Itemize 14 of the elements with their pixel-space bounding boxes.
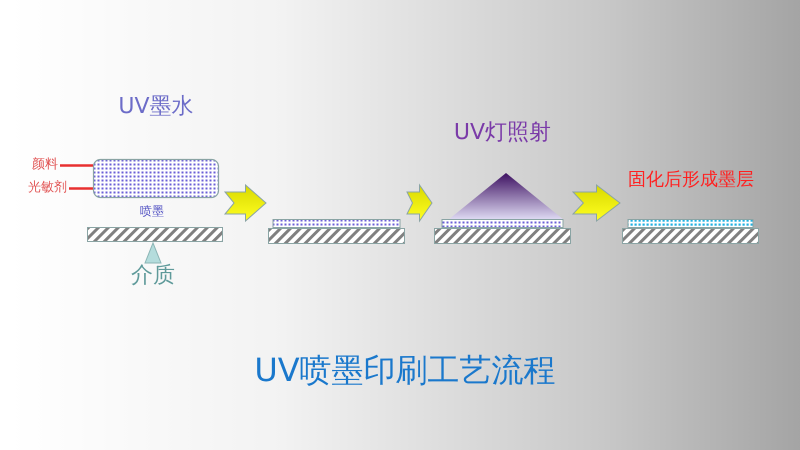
leader-line xyxy=(69,187,93,190)
diagram-title: UV喷墨印刷工艺流程 xyxy=(253,352,557,389)
section-heading: UV灯照射 xyxy=(452,120,552,146)
block-arrow xyxy=(572,184,621,222)
pointer-triangle xyxy=(144,242,162,264)
leader-line xyxy=(60,164,93,167)
block-arrow xyxy=(224,184,267,222)
section-heading: 固化后形成墨层 xyxy=(627,170,755,191)
part-label: 颜料 xyxy=(32,158,58,173)
section-heading: UV墨水 xyxy=(117,94,195,120)
annotation-text: 喷墨 xyxy=(140,205,164,219)
medium-label: 介质 xyxy=(131,263,175,288)
block-arrow xyxy=(406,183,433,223)
part-label: 光敏剂 xyxy=(28,181,67,196)
